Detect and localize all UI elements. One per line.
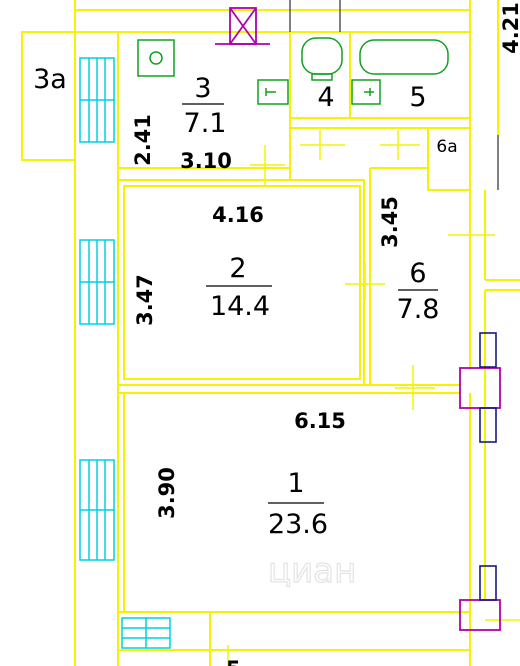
room-4-number: 4 [317,82,334,113]
structure-lines [289,0,499,190]
room-6-number: 6 [409,258,426,289]
room-1-label: 1 23.6 [268,468,328,540]
radiator-1 [479,332,497,368]
dimension-room-3-width: 3.10 [180,149,232,173]
dimension-room-6-depth: 3.45 [378,196,402,248]
room-3a-number: 3a [33,64,67,95]
toilet-tank-icon [257,79,289,105]
washbasin-icon [137,39,175,77]
room-6-label: 6 7.8 [397,258,440,325]
radiator-3 [479,565,497,601]
radiators [479,332,497,601]
doors [227,130,520,666]
dimension-room-3-depth: 2.41 [131,114,155,166]
dimension-room-1-depth: 3.90 [155,467,179,519]
room-1-number: 1 [287,468,304,499]
fixtures [137,37,449,105]
room-3-number: 3 [194,73,211,104]
column-right-bottom [459,599,501,631]
room-2-label: 2 14.4 [206,253,272,322]
radiator-2 [479,407,497,443]
dimension-top-right: 4.21 [499,2,520,54]
dimension-room-2-width: 4.16 [212,203,264,227]
toilet-icon [301,37,343,75]
room-1-area: 23.6 [268,509,328,540]
dimension-room-2-depth: 3.47 [133,274,157,326]
room-3-label: 3 7.1 [182,73,226,139]
bathtub-icon [359,39,449,75]
windows [79,57,171,649]
room-5-number: 5 [409,82,426,113]
dimension-room-1-width: 6.15 [294,409,346,433]
walls [21,0,520,666]
room-2-area: 14.4 [210,291,270,322]
room-6a-number: 6a [436,137,457,157]
column-right-middle [459,367,501,409]
watermark-text: циан [268,551,356,591]
room-6-area: 7.8 [397,294,440,325]
room-2-number: 2 [229,253,246,284]
room-3-area: 7.1 [184,108,227,139]
bottom-partial-label: 5 [226,657,241,666]
